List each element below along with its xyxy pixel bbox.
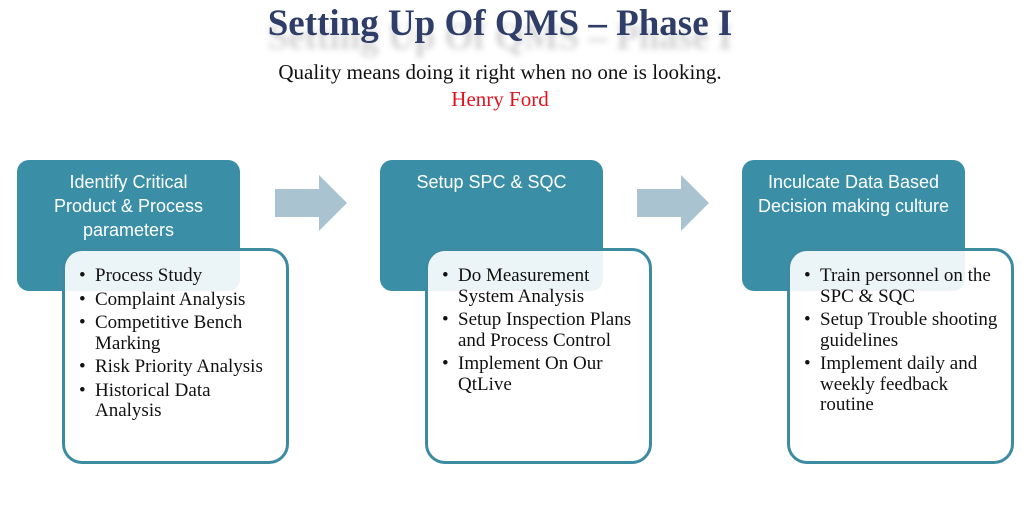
list-item: Setup Trouble shooting guidelines: [804, 309, 1005, 351]
quote: Quality means doing it right when no one…: [278, 60, 722, 84]
list-item: Process Study: [79, 265, 280, 287]
list-item: Competitive Bench Marking: [79, 312, 280, 354]
list-item: Implement On Our QtLive: [442, 353, 643, 395]
arrow-right-icon: [637, 175, 709, 231]
list-item: Historical Data Analysis: [79, 380, 280, 422]
list-item: Setup Inspection Plans and Process Contr…: [442, 309, 643, 351]
quote-author: Henry Ford: [451, 87, 549, 111]
list-item: Do Measurement System Analysis: [442, 265, 643, 307]
list-item: Train personnel on the SPC & SQC: [804, 265, 1005, 307]
list-item: Risk Priority Analysis: [79, 356, 280, 378]
phase-2-list: Do Measurement System Analysis Setup Ins…: [425, 248, 652, 464]
phase-3-list: Train personnel on the SPC & SQC Setup T…: [787, 248, 1014, 464]
page-title: Setting Up Of QMS – Phase I: [267, 3, 733, 44]
arrow-right-icon: [275, 175, 347, 231]
list-item: Implement daily and weekly feedback rout…: [804, 353, 1005, 416]
phase-1-list: Process Study Complaint Analysis Competi…: [62, 248, 289, 464]
list-item: Complaint Analysis: [79, 289, 280, 311]
